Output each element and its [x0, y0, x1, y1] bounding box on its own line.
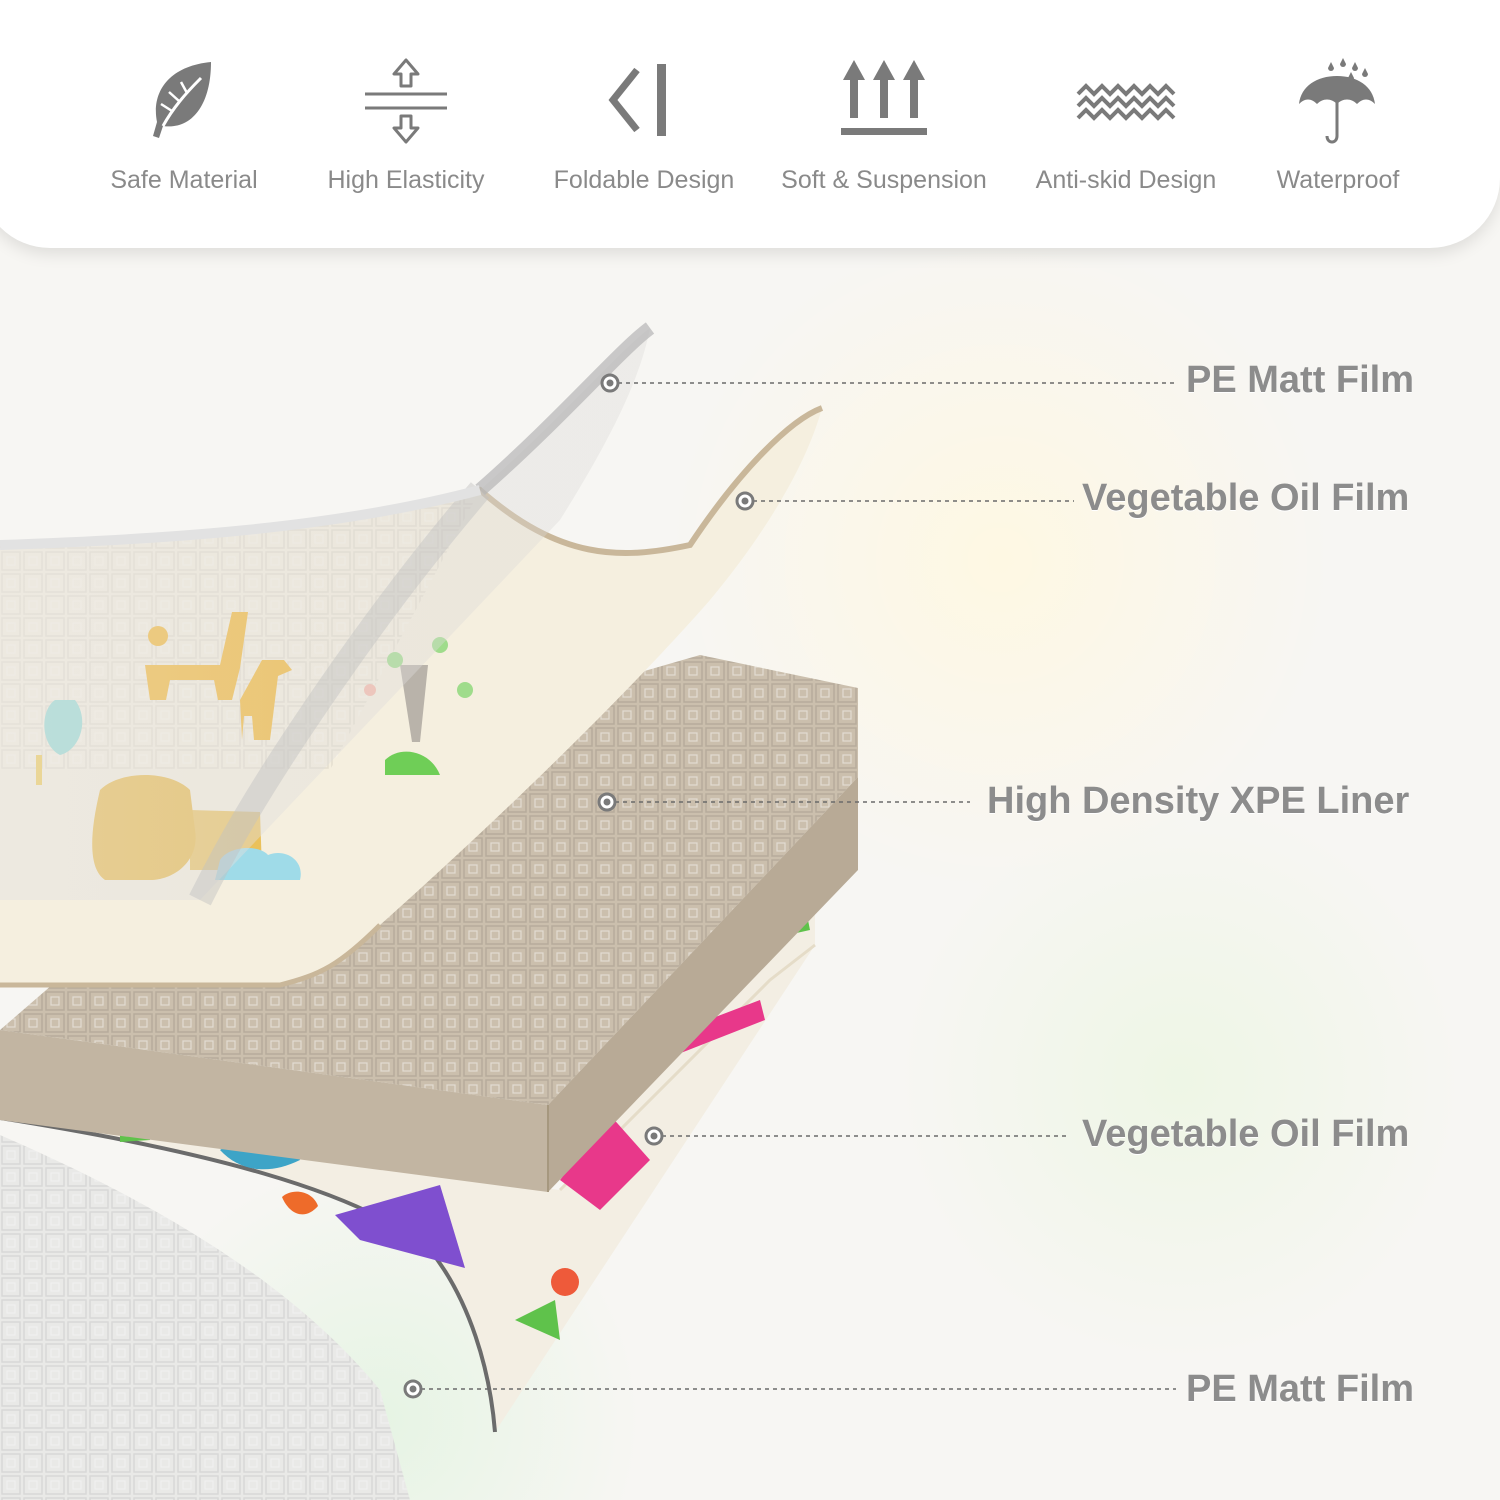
top-pe-film [0, 322, 655, 906]
leaf-icon [64, 56, 304, 146]
feature-anti-skid-design: Anti-skid Design [1006, 56, 1246, 195]
zigzag-icon [1006, 56, 1246, 146]
layer-label-vegetable-oil-film-bottom: Vegetable Oil Film [1082, 1113, 1410, 1155]
layer-label-xpe-liner: High Density XPE Liner [987, 780, 1410, 822]
feature-bar [0, 0, 1500, 248]
feature-label: High Elasticity [327, 166, 485, 194]
layer-label-pe-matt-film-top: PE Matt Film [1186, 359, 1415, 401]
feature-foldable-design: Foldable Design [524, 56, 764, 195]
feature-label: Anti-skid Design [1035, 166, 1217, 194]
up-arrows-icon [764, 56, 1004, 146]
feature-waterproof: Waterproof [1218, 56, 1458, 195]
feature-safe-material: Safe Material [64, 56, 304, 195]
umbrella-rain-icon [1218, 56, 1458, 146]
callout-leaders [403, 373, 1178, 1399]
feature-soft-suspension: Soft & Suspension [764, 56, 1004, 195]
feature-label: Foldable Design [553, 166, 735, 194]
feature-label: Safe Material [110, 166, 258, 194]
feature-label: Soft & Suspension [781, 166, 987, 194]
elasticity-arrows-icon [286, 56, 526, 146]
bottom-pe-film [0, 1135, 410, 1500]
layer-label-vegetable-oil-film-top: Vegetable Oil Film [1082, 477, 1410, 519]
feature-high-elasticity: High Elasticity [286, 56, 526, 195]
layer-label-pe-matt-film-bottom: PE Matt Film [1186, 1368, 1415, 1410]
fold-icon [524, 56, 764, 146]
feature-label: Waterproof [1276, 166, 1400, 194]
